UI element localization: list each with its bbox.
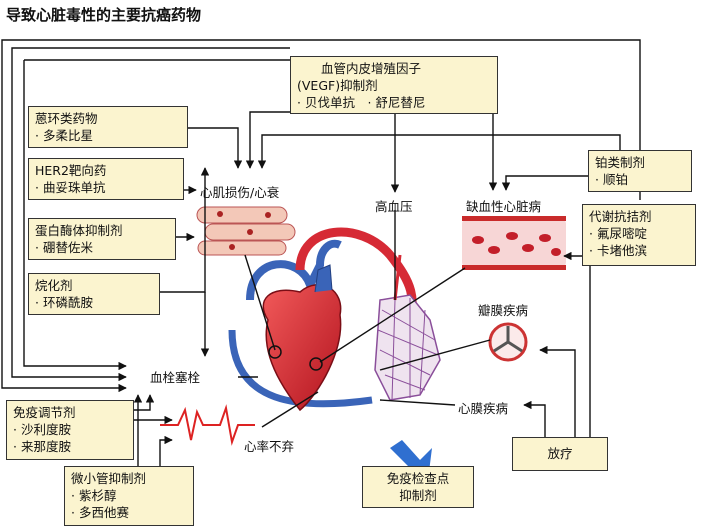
proteasome-inhibitor-box: 蛋白酶体抑制剂 · 硼替佐米 <box>28 218 176 260</box>
microtubule-name: 微小管抑制剂 <box>71 471 147 486</box>
pericardial-label: 心膜疾病 <box>458 401 509 416</box>
vegf-line2: (VEGF)抑制剂 <box>297 78 378 93</box>
hypertension-label: 高血压 <box>375 199 413 214</box>
microtubule-inhibitor-box: 微小管抑制剂 · 紫杉醇 · 多西他赛 <box>64 466 194 526</box>
antimetabolite-box: 代谢抗拮剂 · 氟尿嘧啶 · 卡堵他滨 <box>582 204 696 266</box>
thromboembolism-label: 血栓塞栓 <box>150 370 201 385</box>
valvular-label: 瓣膜疾病 <box>478 303 529 318</box>
vegf-line1: 血管内皮增殖因子 <box>321 61 422 76</box>
her2-drug: · 曲妥珠单抗 <box>35 180 106 195</box>
valve-icon <box>488 322 528 362</box>
heart-icon <box>228 227 417 412</box>
antimetabolite-name: 代谢抗拮剂 <box>589 209 652 224</box>
blood-vessel-icon <box>462 216 566 270</box>
microtubule-drug1: · 紫杉醇 <box>71 488 117 503</box>
checkpoint-line2: 抑制剂 <box>399 488 437 503</box>
antimetabolite-drug2: · 卡堵他滨 <box>589 243 647 258</box>
immunomodulator-drug1: · 沙利度胺 <box>13 422 71 437</box>
immunomodulator-drug2: · 来那度胺 <box>13 439 71 454</box>
proteasome-name: 蛋白酶体抑制剂 <box>35 223 123 238</box>
page-title: 导致心脏毒性的主要抗癌药物 <box>6 6 202 24</box>
cardiomyopathy-label: 心肌损伤/心衰 <box>200 185 280 200</box>
checkpoint-inhibitor-box: 免疫检查点 抑制剂 <box>362 466 474 508</box>
her2-box: HER2靶向药 · 曲妥珠单抗 <box>28 158 184 200</box>
alkylating-agent-box: 烷化剂 · 环磷酰胺 <box>28 273 160 315</box>
antimetabolite-drug1: · 氟尿嘧啶 <box>589 226 647 241</box>
alkylating-name: 烷化剂 <box>35 278 73 293</box>
ecg-icon <box>160 404 255 446</box>
anthracycline-box: 蒽环类药物 · 多柔比星 <box>28 106 188 148</box>
capillary-bed-icon <box>374 254 441 401</box>
vegf-drugs: · 贝伐单抗 · 舒尼替尼 <box>297 95 426 110</box>
anthracycline-drug: · 多柔比星 <box>35 128 93 143</box>
proteasome-drug: · 硼替佐米 <box>35 240 93 255</box>
ischemic-label: 缺血性心脏病 <box>466 199 542 214</box>
immunomodulator-name: 免疫调节剂 <box>13 405 76 420</box>
her2-name: HER2靶向药 <box>35 163 107 178</box>
platinum-drug: · 顺铂 <box>595 172 628 187</box>
vegf-inhibitor-box: 血管内皮增殖因子 (VEGF)抑制剂 · 贝伐单抗 · 舒尼替尼 <box>290 56 498 114</box>
immunomodulator-box: 免疫调节剂 · 沙利度胺 · 来那度胺 <box>6 400 134 460</box>
myocardium-tissue-icon <box>196 206 296 256</box>
alkylating-drug: · 环磷酰胺 <box>35 295 93 310</box>
radiotherapy-box: 放疗 <box>512 437 608 471</box>
anthracycline-name: 蒽环类药物 <box>35 111 98 126</box>
platinum-box: 铂类制剂 · 顺铂 <box>588 150 692 192</box>
microtubule-drug2: · 多西他赛 <box>71 505 129 520</box>
platinum-name: 铂类制剂 <box>595 155 646 170</box>
arrhythmia-label: 心率不弃 <box>244 439 295 454</box>
checkpoint-line1: 免疫检查点 <box>386 471 450 486</box>
radiotherapy-name: 放疗 <box>547 446 573 461</box>
